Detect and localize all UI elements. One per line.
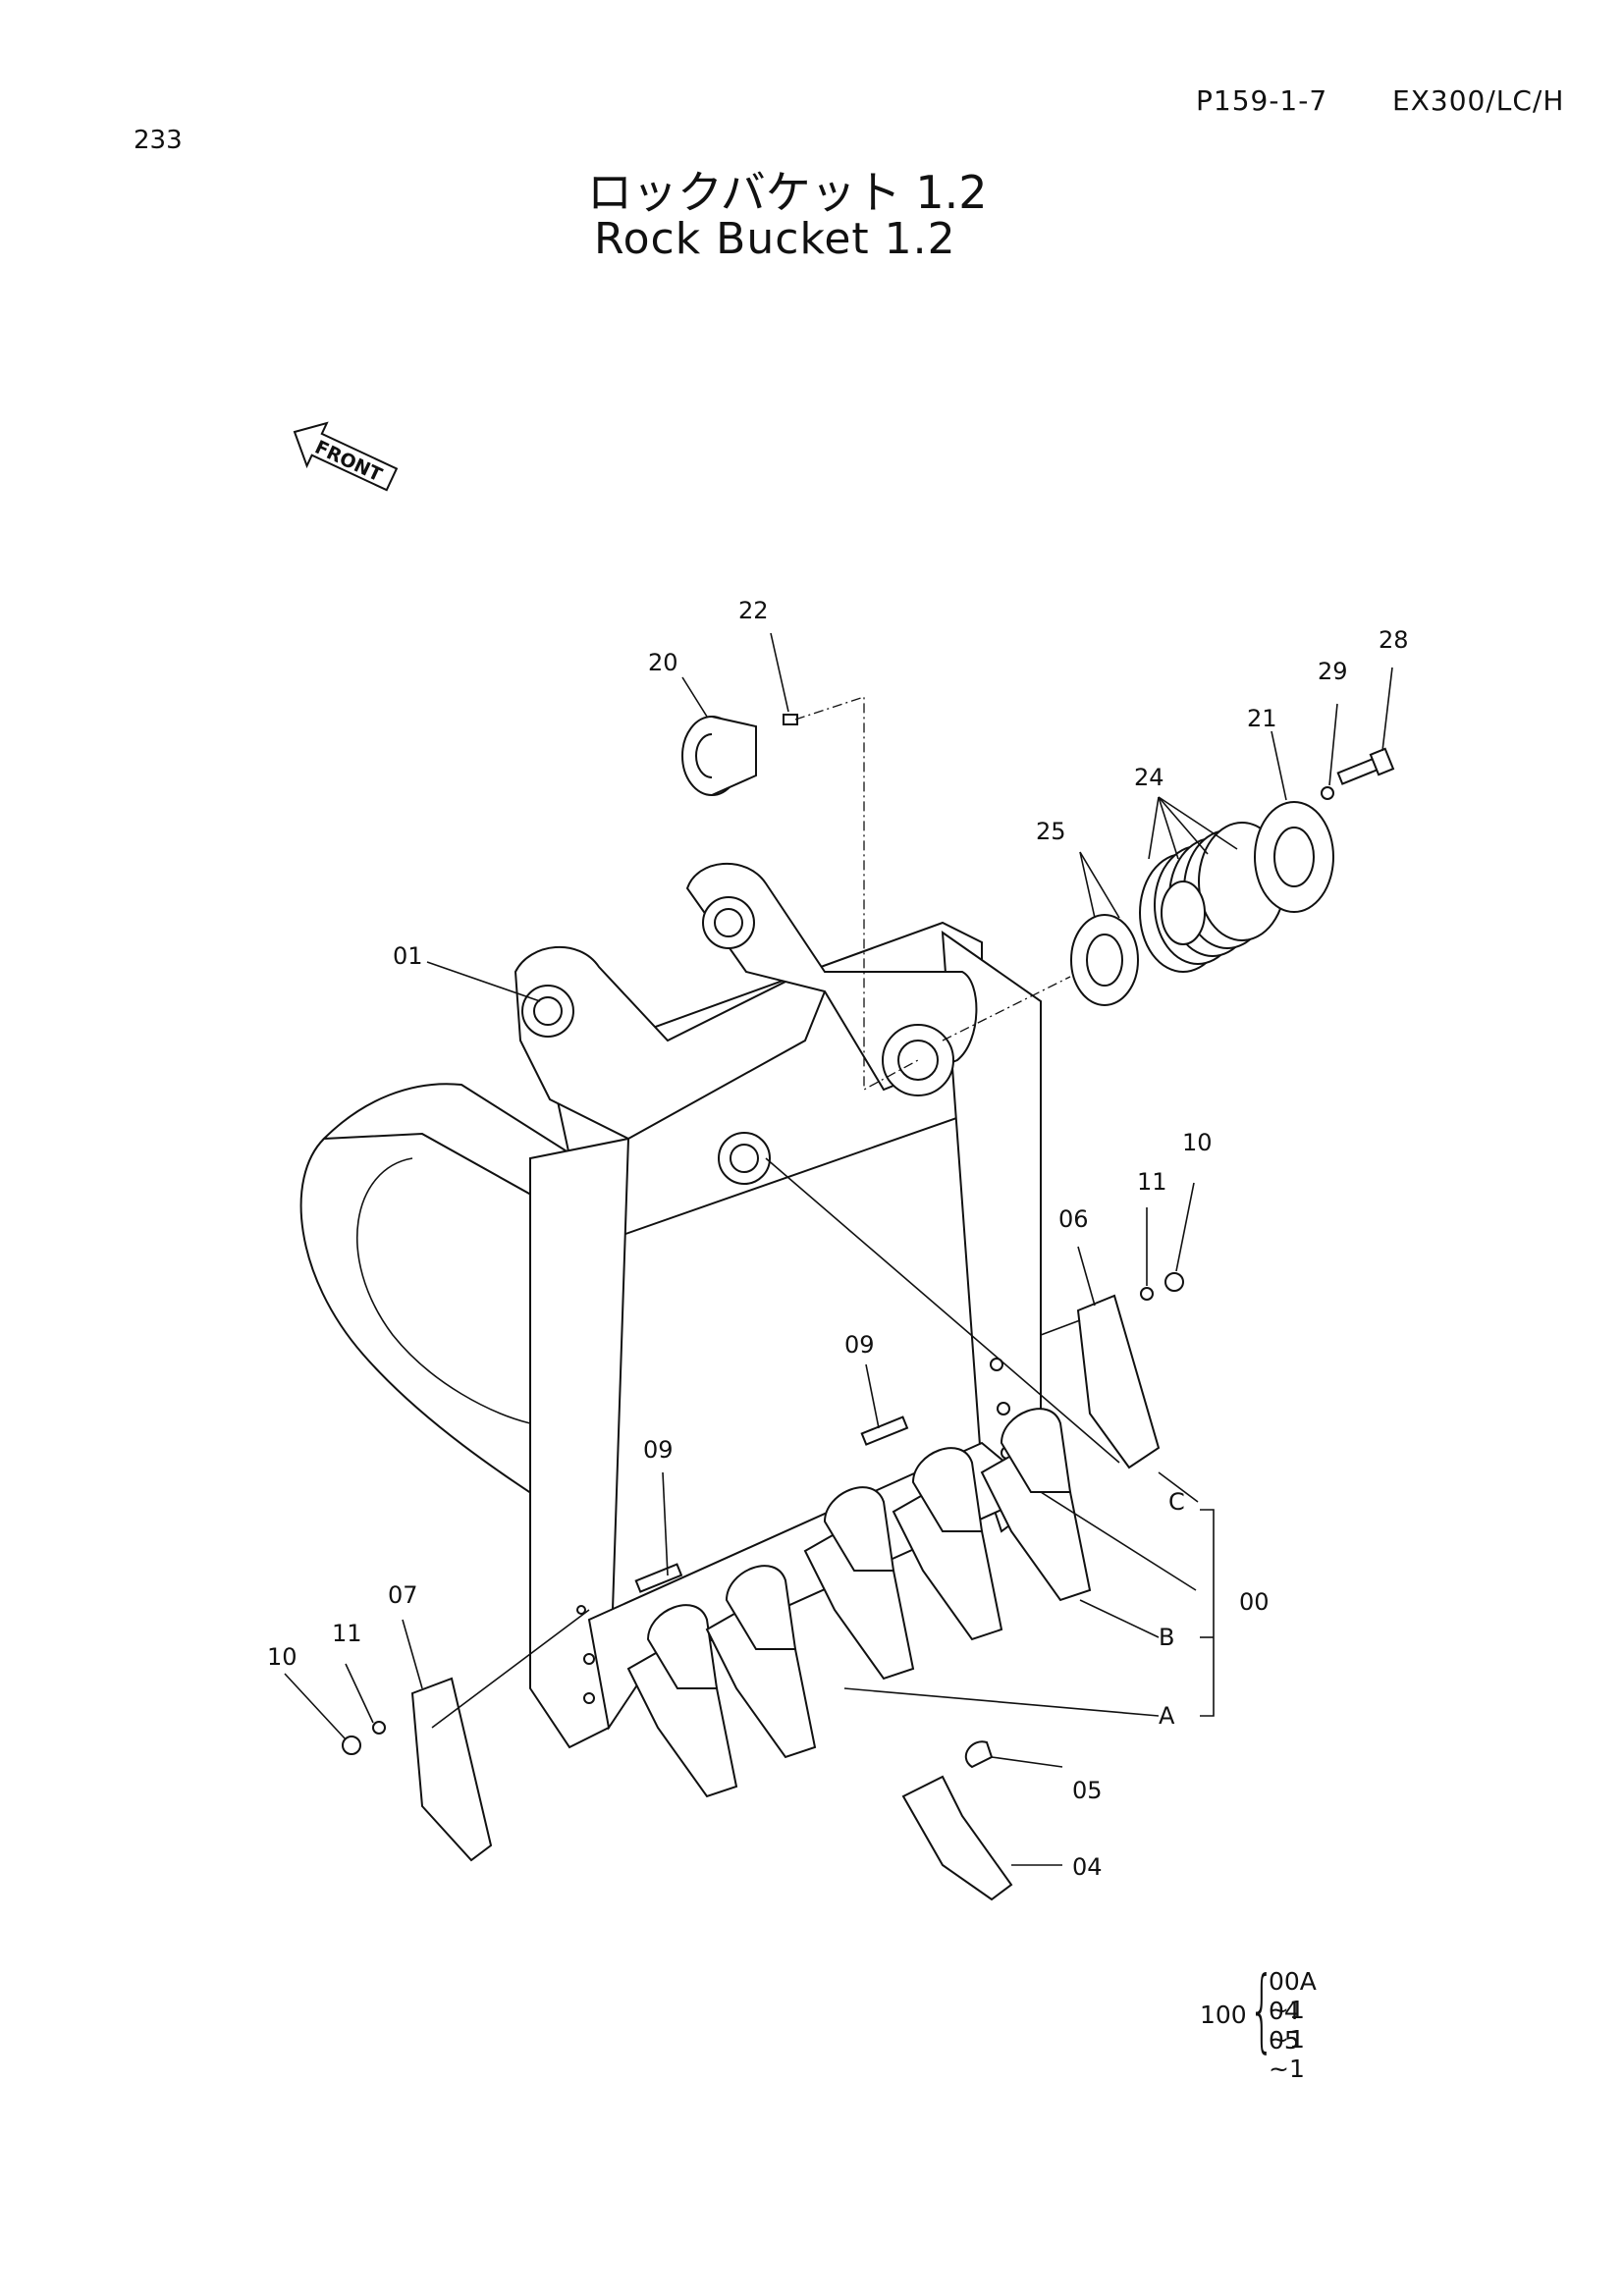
document-reference: P159-1-7 — [1196, 84, 1328, 117]
callout-00: 00 — [1239, 1588, 1270, 1616]
callout-04: 04 — [1072, 1853, 1103, 1881]
part-22-pin — [783, 714, 798, 725]
tooth — [892, 1447, 1003, 1641]
title-japanese: ロックバケット 1.2 — [587, 166, 988, 219]
callout-01: 01 — [393, 942, 423, 970]
part-29-washer — [1321, 786, 1334, 800]
part-09-bolt — [634, 1563, 683, 1593]
leader-lines — [284, 632, 1393, 1866]
tooth — [803, 1486, 915, 1681]
callout-11: 11 — [1137, 1168, 1167, 1196]
part-11-washer — [1140, 1287, 1154, 1301]
callout-22: 22 — [738, 597, 769, 624]
center-lines — [794, 696, 1071, 1092]
part-20-cap — [681, 716, 757, 796]
title-english: Rock Bucket 1.2 — [594, 214, 956, 264]
callout-09: 09 — [643, 1436, 674, 1464]
kit-item: 04 ~1 — [1269, 1997, 1305, 2054]
part-10-nut — [342, 1735, 361, 1755]
callout-10: 10 — [1182, 1129, 1213, 1156]
part-25-seal — [1070, 914, 1139, 1006]
kit-number: 100 — [1200, 2001, 1247, 2029]
front-arrow-icon: FRONT — [293, 421, 399, 492]
part-28-bolt — [1336, 747, 1395, 785]
callout-B: B — [1159, 1624, 1174, 1651]
kit-item: 00A ~1 — [1269, 1967, 1317, 2024]
tooth — [626, 1604, 738, 1798]
callout-20: 20 — [648, 649, 678, 676]
callout-28: 28 — [1379, 626, 1409, 654]
callout-24: 24 — [1134, 764, 1164, 791]
callout-06: 06 — [1058, 1205, 1089, 1233]
part-06-side-cutter — [1076, 1294, 1161, 1469]
front-arrow-label: FRONT — [311, 437, 385, 487]
part-09-bolt — [860, 1415, 909, 1446]
callout-09: 09 — [844, 1331, 875, 1359]
callout-10: 10 — [267, 1643, 298, 1671]
callout-07: 07 — [388, 1581, 418, 1609]
brace-icon: { — [1249, 1957, 1275, 2062]
callout-05: 05 — [1072, 1777, 1103, 1804]
callout-11: 11 — [332, 1620, 362, 1647]
part-11-washer — [372, 1721, 386, 1735]
bucket-body — [299, 862, 1043, 1749]
callout-25: 25 — [1036, 818, 1066, 845]
model-designation: EX300/LC/H — [1392, 84, 1565, 117]
part-10-nut — [1164, 1272, 1184, 1292]
page-number: 233 — [134, 126, 183, 155]
callout-21: 21 — [1247, 705, 1277, 732]
tooth — [980, 1408, 1092, 1602]
part-05-lock — [964, 1740, 994, 1769]
part-21-plate — [1254, 801, 1334, 913]
kit-item: 05 ~1 — [1269, 2026, 1305, 2083]
part-07-side-cutter — [410, 1677, 493, 1862]
tooth — [705, 1565, 817, 1759]
callout-A: A — [1159, 1702, 1175, 1730]
callout-29: 29 — [1318, 658, 1348, 685]
part-24-shims — [1139, 822, 1286, 973]
callout-C: C — [1168, 1488, 1185, 1516]
part-04-tooth — [901, 1775, 1013, 1901]
bucket-teeth — [626, 1408, 1092, 1798]
